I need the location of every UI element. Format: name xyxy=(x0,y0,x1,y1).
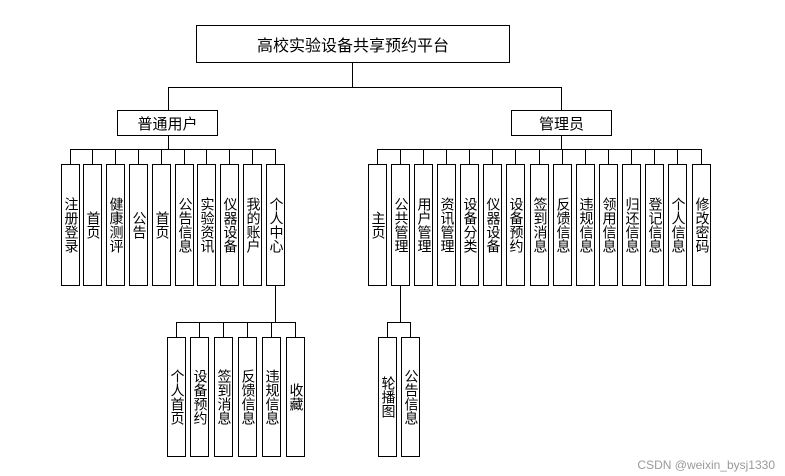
leaf-node-0-9: 个人中心 xyxy=(266,164,285,286)
connector-to-leaf-1-1 xyxy=(400,149,401,164)
connector-to-leaf-1-14 xyxy=(701,149,702,164)
connector-to-leaf-1-11 xyxy=(631,149,632,164)
watermark: CSDN @weixin_bysj1330 xyxy=(637,458,775,472)
connector-group-down-0 xyxy=(168,136,169,150)
connector-to-leaf-1-4 xyxy=(469,149,470,164)
connector-to-leaf-0-6 xyxy=(206,149,207,164)
connector-sub-bus-0-9 xyxy=(176,322,296,323)
connector-to-sub-0-9-3 xyxy=(247,322,248,337)
connector-sub-bus-1-1 xyxy=(387,322,411,323)
connector-to-leaf-1-6 xyxy=(515,149,516,164)
sub-node-0-9-4: 违规信息 xyxy=(262,337,281,457)
leaf-node-0-7: 仪器设备 xyxy=(220,164,239,286)
connector-to-leaf-0-8 xyxy=(252,149,253,164)
connector-to-sub-0-9-1 xyxy=(199,322,200,337)
leaf-node-0-3: 公告 xyxy=(129,164,148,286)
leaf-node-1-14: 修改密码 xyxy=(692,164,711,286)
leaf-node-1-10: 领用信息 xyxy=(599,164,618,286)
leaf-node-0-1: 首页 xyxy=(83,164,102,286)
sub-node-0-9-3: 反馈信息 xyxy=(238,337,257,457)
connector-to-leaf-1-8 xyxy=(562,149,563,164)
connector-to-leaf-0-7 xyxy=(229,149,230,164)
connector-to-leaf-0-1 xyxy=(92,149,93,164)
leaf-node-1-11: 归还信息 xyxy=(622,164,641,286)
connector-to-leaf-1-2 xyxy=(423,149,424,164)
connector-to-sub-0-9-4 xyxy=(271,322,272,337)
leaf-node-1-9: 违规信息 xyxy=(576,164,595,286)
leaf-node-1-7: 签到消息 xyxy=(530,164,549,286)
connector-to-group-0 xyxy=(168,87,169,110)
connector-to-leaf-0-0 xyxy=(70,149,71,164)
connector-root-down xyxy=(352,63,353,88)
connector-to-sub-0-9-5 xyxy=(295,322,296,337)
leaf-node-1-2: 用户管理 xyxy=(414,164,433,286)
leaf-node-1-3: 资讯管理 xyxy=(437,164,456,286)
connector-root-bus xyxy=(168,87,562,88)
sub-node-0-9-1: 设备预约 xyxy=(190,337,209,457)
leaf-node-0-0: 注册登录 xyxy=(61,164,80,286)
connector-to-leaf-1-7 xyxy=(539,149,540,164)
leaf-node-0-4: 首页 xyxy=(152,164,171,286)
connector-to-leaf-0-4 xyxy=(161,149,162,164)
connector-to-leaf-1-3 xyxy=(446,149,447,164)
leaf-node-0-6: 实验资讯 xyxy=(197,164,216,286)
connector-to-leaf-1-9 xyxy=(585,149,586,164)
root-node: 高校实验设备共享预约平台 xyxy=(196,25,510,63)
sub-node-0-9-5: 收藏 xyxy=(286,337,305,457)
connector-to-leaf-1-5 xyxy=(492,149,493,164)
connector-to-sub-1-1-0 xyxy=(387,322,388,337)
connector-group-down-1 xyxy=(561,136,562,150)
leaf-node-1-6: 设备预约 xyxy=(506,164,525,286)
connector-to-leaf-1-13 xyxy=(677,149,678,164)
connector-group-bus-0 xyxy=(70,149,276,150)
sub-node-0-9-2: 签到消息 xyxy=(214,337,233,457)
leaf-node-1-4: 设备分类 xyxy=(460,164,479,286)
leaf-node-1-8: 反馈信息 xyxy=(553,164,572,286)
connector-leaf-down-1-1 xyxy=(400,286,401,322)
group-node-0: 普通用户 xyxy=(117,110,218,136)
connector-to-leaf-1-10 xyxy=(608,149,609,164)
leaf-node-1-1: 公共管理 xyxy=(391,164,410,286)
leaf-node-0-5: 公告信息 xyxy=(175,164,194,286)
leaf-node-1-5: 仪器设备 xyxy=(483,164,502,286)
connector-to-leaf-1-0 xyxy=(377,149,378,164)
connector-to-leaf-0-3 xyxy=(138,149,139,164)
connector-to-sub-1-1-1 xyxy=(410,322,411,337)
sub-node-1-1-1: 公告信息 xyxy=(401,337,420,457)
connector-to-sub-0-9-0 xyxy=(176,322,177,337)
connector-to-group-1 xyxy=(561,87,562,110)
leaf-node-1-0: 主页 xyxy=(368,164,387,286)
connector-to-leaf-0-9 xyxy=(275,149,276,164)
group-node-1: 管理员 xyxy=(511,110,612,136)
connector-to-leaf-0-5 xyxy=(184,149,185,164)
connector-to-leaf-0-2 xyxy=(115,149,116,164)
sub-node-0-9-0: 个人首页 xyxy=(167,337,186,457)
sub-node-1-1-0: 轮播图 xyxy=(378,337,397,457)
leaf-node-1-13: 个人信息 xyxy=(668,164,687,286)
connector-leaf-down-0-9 xyxy=(275,286,276,322)
connector-to-leaf-1-12 xyxy=(654,149,655,164)
leaf-node-1-12: 登记信息 xyxy=(645,164,664,286)
leaf-node-0-2: 健康测评 xyxy=(106,164,125,286)
leaf-node-0-8: 我的账户 xyxy=(243,164,262,286)
connector-to-sub-0-9-2 xyxy=(223,322,224,337)
